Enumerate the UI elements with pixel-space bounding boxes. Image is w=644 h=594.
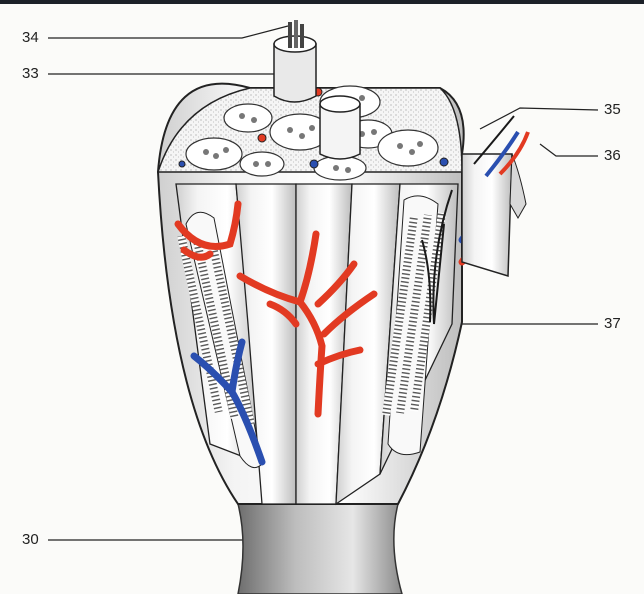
tendon <box>238 504 402 594</box>
central-fascicle-block <box>320 96 360 159</box>
leader-35 <box>480 108 598 129</box>
label-33: 33 <box>22 66 39 82</box>
leader-36 <box>540 144 598 156</box>
epimysium-cylinder <box>274 20 316 102</box>
label-30: 30 <box>22 532 39 548</box>
label-37: 37 <box>604 316 621 332</box>
label-34: 34 <box>22 30 39 46</box>
neurovascular-bundle-box <box>462 154 526 276</box>
muscle-cross-section-illustration <box>0 4 644 594</box>
illustration-plate: 34 33 35 36 37 30 <box>0 4 644 594</box>
leader-34 <box>48 26 288 38</box>
label-36: 36 <box>604 148 621 164</box>
label-35: 35 <box>604 102 621 118</box>
